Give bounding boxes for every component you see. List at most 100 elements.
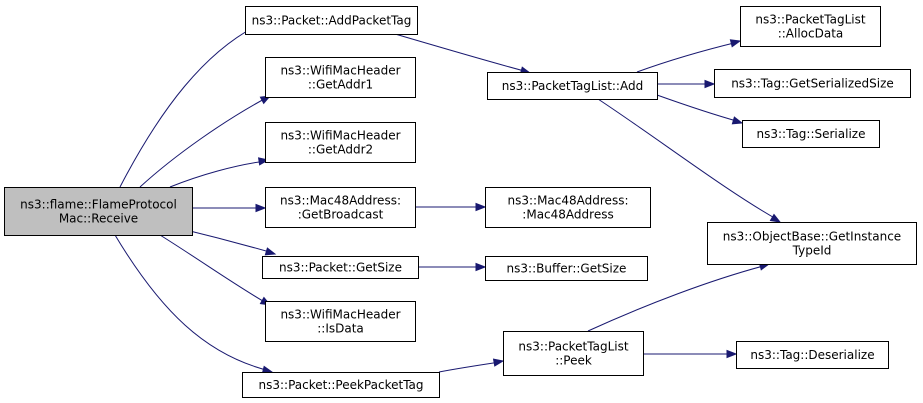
edge-getBroadcast-to-mac48Ctor <box>415 202 487 212</box>
node-label: ns3::PacketTagList <box>755 13 865 27</box>
node-box <box>714 69 911 98</box>
edge-line <box>597 98 779 221</box>
edge-line <box>139 96 269 188</box>
node-box <box>736 341 889 369</box>
edge-line <box>587 264 768 332</box>
node-label: :Mac48Address <box>522 208 613 222</box>
arrowhead <box>769 213 782 223</box>
edge-getSize-to-bufferGetSize <box>418 262 487 272</box>
arrowhead <box>475 202 487 212</box>
edge-line <box>438 361 501 373</box>
node-label: ns3::Tag::GetSerializedSize <box>731 77 894 91</box>
node-tagListAdd[interactable]: ns3::PacketTagList::Add <box>487 72 658 100</box>
arrowhead <box>729 39 742 48</box>
edge-receive-to-getAddr1 <box>139 95 272 188</box>
node-box <box>242 372 440 398</box>
node-label: TypeId <box>792 244 832 258</box>
edge-line <box>119 22 263 188</box>
edge-line <box>394 33 529 73</box>
node-box <box>4 187 193 236</box>
node-label: ns3::Mac48Address: <box>280 194 401 208</box>
edge-line <box>114 234 271 372</box>
node-label: ns3::WifiMacHeader <box>280 308 400 322</box>
node-box <box>487 72 658 100</box>
edge-peekPacketTag-to-tagListPeek <box>438 358 505 373</box>
node-label: ::GetAddr1 <box>308 78 373 92</box>
node-getAddr2[interactable]: ns3::WifiMacHeader::GetAddr2 <box>265 122 416 163</box>
node-box <box>265 187 416 228</box>
edge-tagListAdd-to-allocData <box>636 39 742 73</box>
edge-line <box>181 228 274 254</box>
node-label: Mac::Receive <box>59 212 138 226</box>
arrowhead <box>475 262 487 272</box>
node-tagSerialize[interactable]: ns3::Tag::Serialize <box>742 120 880 148</box>
edge-tagListAdd-to-tagSerialize <box>656 94 744 125</box>
edge-line <box>656 94 741 123</box>
node-box <box>245 6 418 35</box>
node-label: ::IsData <box>317 322 364 336</box>
edge-tagListAdd-to-getInstanceTypeId <box>597 98 782 223</box>
node-label: ::Peek <box>555 354 592 368</box>
arrowhead <box>255 203 267 213</box>
arrowhead <box>492 358 505 367</box>
node-label: ns3::Tag::Deserialize <box>750 348 874 362</box>
edge-tagListPeek-to-tagDeserialize <box>643 349 738 359</box>
node-label: ns3::PacketTagList::Add <box>502 79 643 93</box>
edge-receive-to-isData <box>159 234 272 306</box>
arrowhead <box>731 116 744 125</box>
node-label: ns3::Tag::Serialize <box>757 127 866 141</box>
node-label: ::GetAddr2 <box>308 143 373 157</box>
node-label: ::AllocData <box>778 27 844 41</box>
arrowhead <box>264 247 277 256</box>
edge-receive-to-peekPacketTag <box>114 234 274 374</box>
arrowhead <box>704 79 716 89</box>
node-addPacketTag[interactable]: ns3::Packet::AddPacketTag <box>245 6 418 35</box>
node-label: ns3::flame::FlameProtocol <box>20 198 177 212</box>
node-label: ns3::WifiMacHeader <box>280 64 400 78</box>
node-tagGetSerializedSize[interactable]: ns3::Tag::GetSerializedSize <box>714 69 911 98</box>
node-getSize[interactable]: ns3::Packet::GetSize <box>262 256 419 279</box>
nodes-layer: ns3::flame::FlameProtocolMac::Receivens3… <box>4 6 917 398</box>
arrowhead <box>726 349 738 359</box>
node-getAddr1[interactable]: ns3::WifiMacHeader::GetAddr1 <box>265 57 416 98</box>
node-tagListPeek[interactable]: ns3::PacketTagList::Peek <box>503 331 644 376</box>
edge-receive-to-getAddr2 <box>169 157 270 188</box>
node-label: ns3::Packet::PeekPacketTag <box>258 378 423 392</box>
node-box <box>265 122 416 163</box>
node-box <box>485 256 648 281</box>
edge-line <box>636 41 739 73</box>
node-box <box>265 57 416 98</box>
node-tagDeserialize[interactable]: ns3::Tag::Deserialize <box>736 341 889 369</box>
node-box <box>265 301 416 342</box>
node-mac48Ctor[interactable]: ns3::Mac48Address::Mac48Address <box>485 187 651 228</box>
node-peekPacketTag[interactable]: ns3::Packet::PeekPacketTag <box>242 372 440 398</box>
node-isData[interactable]: ns3::WifiMacHeader::IsData <box>265 301 416 342</box>
edge-line <box>169 160 267 188</box>
node-label: ns3::WifiMacHeader <box>280 129 400 143</box>
node-label: ns3::Mac48Address: <box>508 194 629 208</box>
edge-receive-to-getSize <box>181 228 277 256</box>
node-label: ns3::Buffer::GetSize <box>507 262 627 276</box>
node-box <box>485 187 651 228</box>
node-box <box>742 120 880 148</box>
node-label: ns3::PacketTagList <box>518 340 628 354</box>
edges-layer <box>114 20 782 374</box>
node-getBroadcast[interactable]: ns3::Mac48Address::GetBroadcast <box>265 187 416 228</box>
node-box <box>707 222 917 265</box>
edge-receive-to-getBroadcast <box>192 203 267 213</box>
node-label: ns3::ObjectBase::GetInstance <box>723 230 901 244</box>
node-box <box>740 6 881 47</box>
edge-receive-to-addPacketTag <box>119 20 267 188</box>
node-box <box>503 331 644 376</box>
node-label: ns3::Packet::AddPacketTag <box>252 14 412 28</box>
node-box <box>262 256 419 279</box>
edge-line <box>159 234 269 305</box>
node-label: ns3::Packet::GetSize <box>279 261 402 275</box>
node-allocData[interactable]: ns3::PacketTagList::AllocData <box>740 6 881 47</box>
node-label: :GetBroadcast <box>298 208 384 222</box>
node-bufferGetSize[interactable]: ns3::Buffer::GetSize <box>485 256 648 281</box>
edge-tagListAdd-to-tagGetSerializedSize <box>657 79 716 89</box>
